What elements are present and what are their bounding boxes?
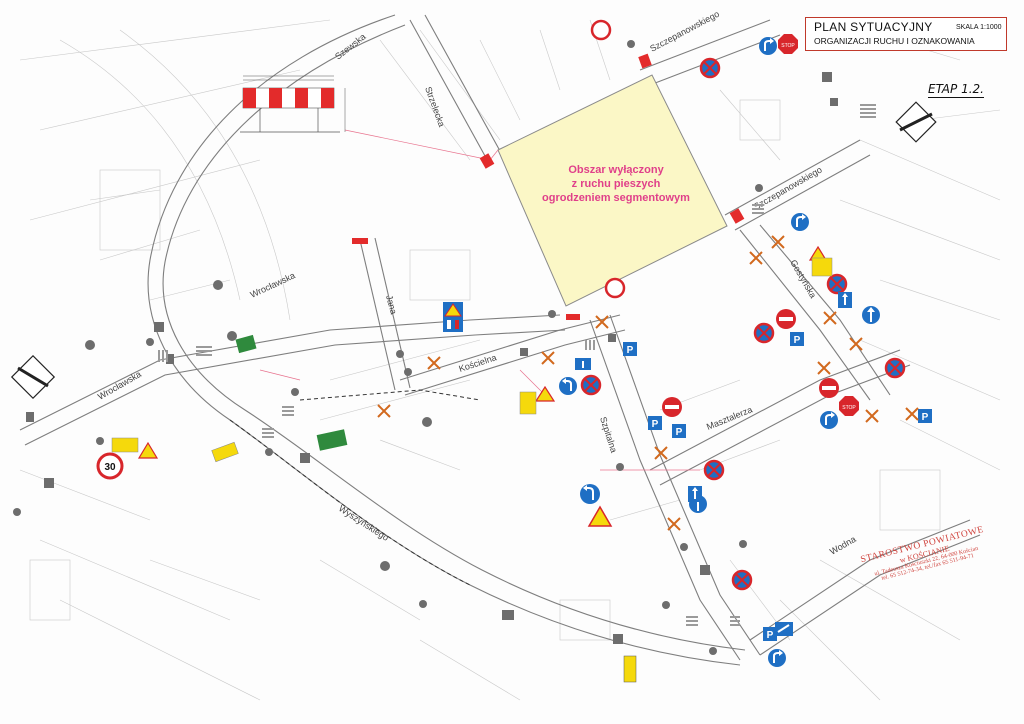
- removed-sign-icon: [427, 356, 441, 370]
- no-stopping-sign-icon: [703, 459, 725, 481]
- excluded-zone-label: Obszar wyłączony z ruchu pieszych ogrodz…: [516, 163, 716, 205]
- parking-sign-icon: P: [763, 627, 777, 641]
- turn-left-only-sign-icon: [580, 484, 600, 504]
- svg-text:STOP: STOP: [842, 405, 856, 411]
- removed-sign-icon: [823, 311, 837, 325]
- street-szewska: Szewska: [333, 32, 368, 62]
- svg-text:P: P: [627, 345, 634, 356]
- turn-right-only-sign-icon: [759, 37, 777, 55]
- no-stopping-sign-icon: [731, 569, 753, 591]
- parking-sign-icon: P: [623, 342, 637, 356]
- end-of-restriction-sign-icon: [895, 101, 937, 143]
- minor-sign-posts: [13, 40, 838, 655]
- plan-subtitle: ORGANIZACJI RUCHU I OZNAKOWANIA: [814, 36, 975, 46]
- one-way-sign-icon: [688, 486, 702, 502]
- speed-limit-sign-icon: 30: [96, 452, 124, 480]
- removed-sign-icon: [905, 407, 919, 421]
- crosswalks: [158, 104, 876, 626]
- excluded-zone-line-3: ogrodzeniem segmentowym: [542, 192, 690, 204]
- svg-text:P: P: [794, 335, 801, 346]
- removed-sign-icon: [654, 446, 668, 460]
- warning-sign-icon: [137, 441, 159, 459]
- street-wodna: Wodna: [828, 534, 858, 557]
- parking-sign-icon: P: [790, 332, 804, 346]
- street-wyszynskiego: Wyszyńskiego: [337, 503, 391, 543]
- street-wroclawska-lower: Wrocławska: [96, 369, 143, 402]
- end-of-restriction-sign-icon: [10, 354, 56, 400]
- svg-text:P: P: [652, 419, 659, 430]
- svg-text:STOP: STOP: [781, 43, 795, 49]
- svg-text:P: P: [767, 630, 774, 641]
- direction-board-icon: [235, 334, 257, 354]
- parking-sign-icon: P: [648, 416, 662, 430]
- road-narrows-sign-icon: [443, 302, 463, 332]
- turn-right-only-sign-icon: [768, 649, 786, 667]
- no-entry-sign-icon: [662, 397, 682, 417]
- svg-text:P: P: [922, 412, 929, 423]
- info-plate-icon: [623, 655, 637, 683]
- turn-right-only-sign-icon: [791, 213, 809, 231]
- removed-sign-icon: [595, 315, 609, 329]
- leader-lines: [259, 129, 700, 471]
- no-stopping-sign-icon: [580, 374, 602, 396]
- turn-right-only-sign-icon: [820, 411, 838, 429]
- excluded-zone-line-2: z ruchu pieszych: [571, 178, 661, 190]
- ahead-only-sign-icon: [862, 306, 880, 324]
- traffic-signs: 30 STOP STOP P P P P P P: [10, 19, 937, 683]
- removed-sign-icon: [541, 351, 555, 365]
- removed-signs: [377, 235, 919, 531]
- svg-text:P: P: [676, 427, 683, 438]
- barrier-markers: [352, 53, 745, 320]
- removed-sign-icon: [749, 251, 763, 265]
- one-way-sign-icon: [575, 358, 591, 370]
- parking-sign-icon: P: [918, 409, 932, 423]
- plan-title: PLAN SYTUACYJNY: [814, 20, 933, 34]
- excluded-zone-line-1: Obszar wyłączony: [568, 164, 664, 176]
- no-stopping-sign-icon: [753, 322, 775, 344]
- info-plate-icon: [111, 437, 139, 453]
- street-jana: Jana: [384, 294, 399, 315]
- street-wroclawska-upper: Wrocławska: [249, 270, 297, 300]
- svg-text:30: 30: [104, 462, 116, 473]
- cadastral-lines: [19, 19, 1001, 701]
- stop-sign-icon: STOP: [839, 396, 859, 416]
- no-stopping-sign-icon: [826, 273, 848, 295]
- no-stopping-sign-icon: [699, 57, 721, 79]
- no-entry-sign-icon: [776, 309, 796, 329]
- removed-sign-icon: [667, 517, 681, 531]
- excluded-pedestrian-zone: [497, 74, 728, 307]
- street-szczepanowskiego-top: Szczepanowskiego: [648, 9, 721, 54]
- removed-sign-icon: [849, 337, 863, 351]
- street-strzelecka: Strzelecka: [423, 85, 447, 128]
- stage-label: ETAP 1.2.: [928, 82, 984, 98]
- info-plate-icon: [519, 391, 537, 415]
- one-way-sign-icon: [775, 622, 793, 636]
- closed-to-traffic-sign-icon: [590, 19, 612, 41]
- fence-segment-diagram: [240, 75, 346, 133]
- center-dashed-line: [299, 389, 481, 401]
- removed-sign-icon: [865, 409, 879, 423]
- street-szpitalna: Szpitalna: [598, 416, 619, 454]
- temporary-route-dashed: [229, 419, 471, 586]
- warning-sign-icon: [587, 505, 613, 527]
- no-stopping-sign-icon: [884, 357, 906, 379]
- turn-left-only-sign-icon: [559, 377, 577, 395]
- stop-sign-icon: STOP: [778, 34, 798, 54]
- closed-to-traffic-sign-icon: [604, 277, 626, 299]
- info-plate-icon: [811, 257, 833, 277]
- parking-sign-icon: P: [672, 424, 686, 438]
- direction-board-icon: [316, 429, 348, 451]
- title-block: PLAN SYTUACYJNY SKALA 1:1000 ORGANIZACJI…: [805, 17, 1007, 51]
- no-entry-sign-icon: [819, 378, 839, 398]
- removed-sign-icon: [817, 361, 831, 375]
- warning-sign-icon: [534, 385, 556, 402]
- one-way-sign-icon: [838, 292, 852, 308]
- removed-sign-icon: [377, 404, 391, 418]
- removed-sign-icon: [771, 235, 785, 249]
- plan-scale: SKALA 1:1000: [956, 24, 1002, 31]
- info-plate-icon: [211, 441, 239, 463]
- street-outlines: [19, 14, 981, 666]
